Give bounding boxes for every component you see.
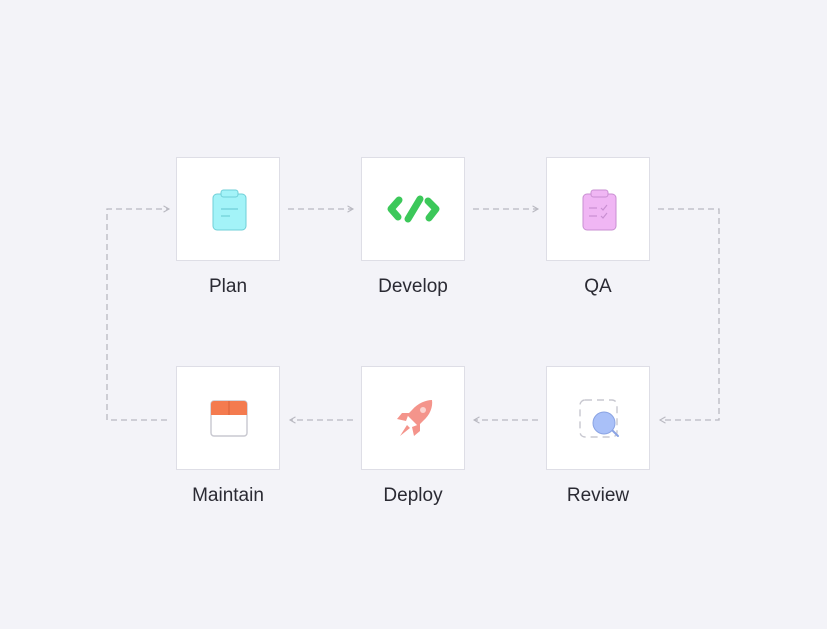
step-label-maintain: Maintain bbox=[192, 485, 264, 506]
step-maintain bbox=[176, 366, 280, 470]
magnifier-icon bbox=[579, 399, 619, 438]
step-label-review: Review bbox=[566, 485, 630, 506]
step-deploy bbox=[361, 366, 465, 470]
calendar-icon bbox=[210, 400, 248, 437]
step-review bbox=[546, 366, 650, 470]
step-qa bbox=[546, 157, 650, 261]
code-icon bbox=[387, 195, 440, 223]
checklist-icon bbox=[582, 189, 617, 231]
clipboard-icon bbox=[212, 189, 247, 231]
step-develop bbox=[361, 157, 465, 261]
step-label-qa: QA bbox=[584, 276, 612, 297]
step-plan bbox=[176, 157, 280, 261]
arrow-qa-to-review bbox=[658, 208, 720, 424]
rocket-icon bbox=[397, 400, 433, 436]
step-label-deploy: Deploy bbox=[383, 485, 443, 506]
step-label-plan: Plan bbox=[208, 276, 248, 297]
step-label-develop: Develop bbox=[378, 276, 448, 297]
arrow-maintain-to-plan bbox=[106, 205, 171, 421]
